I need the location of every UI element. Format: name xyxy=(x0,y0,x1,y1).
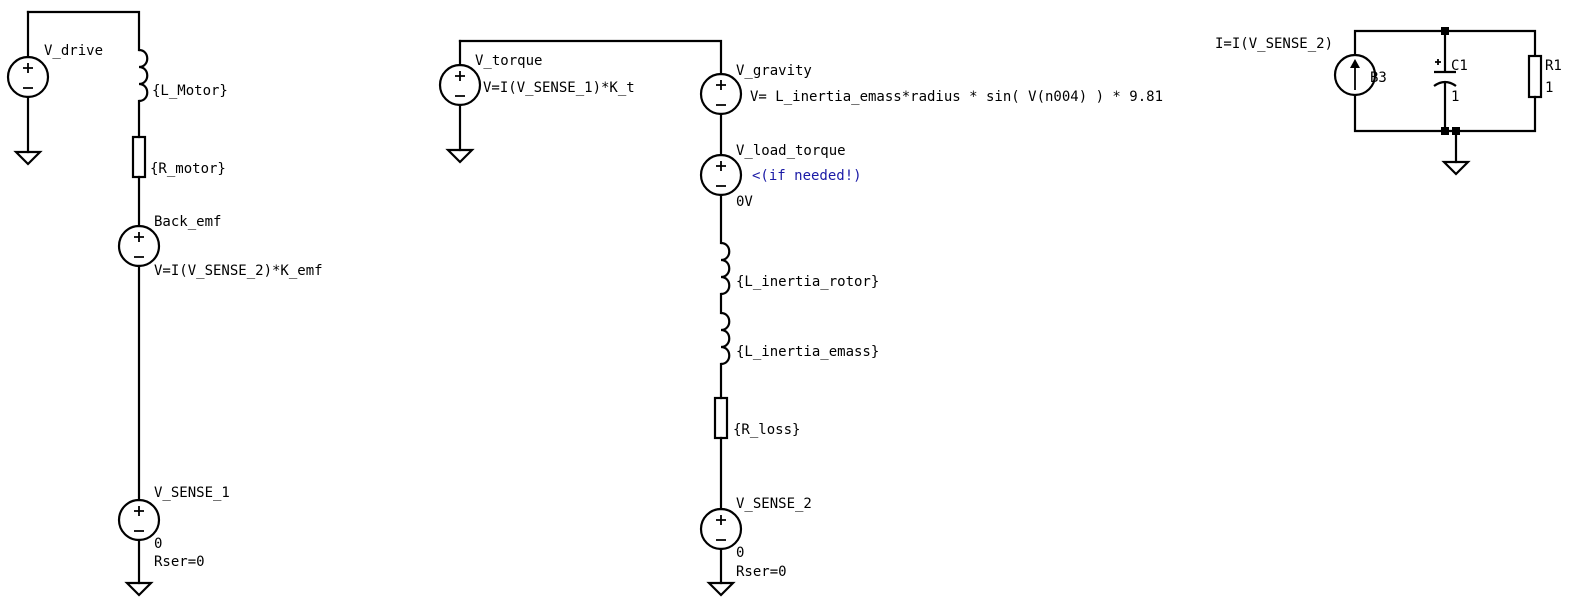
r1-resistor[interactable] xyxy=(1527,54,1543,99)
v-sense-1-rser: Rser=0 xyxy=(154,554,205,570)
if-needed-comment: <(if needed!) xyxy=(752,168,862,184)
angle-integrator-circuit: I=I(V_SENSE_2) B3 C1 1 R1 1 xyxy=(1215,27,1562,176)
l-inertia-emass-label: {L_inertia_emass} xyxy=(736,344,879,360)
b3-label: B3 xyxy=(1370,70,1387,86)
v-sense-2-value: 0 xyxy=(736,545,744,561)
motor-circuit: V_drive {L_Motor} {R_motor} Back_emf V=I… xyxy=(6,10,323,597)
c1-capacitor[interactable] xyxy=(1433,59,1457,87)
v-torque-value: V=I(V_SENSE_1)*K_t xyxy=(483,80,635,96)
junction-dot xyxy=(1441,127,1449,135)
v-sense-1-label: V_SENSE_1 xyxy=(154,485,230,501)
r-loss-resistor[interactable] xyxy=(713,396,729,440)
l-inertia-rotor-inductor[interactable] xyxy=(720,241,731,296)
r1-value: 1 xyxy=(1545,80,1553,96)
v-sense-1-source[interactable] xyxy=(117,498,161,542)
r1-label: R1 xyxy=(1545,58,1562,74)
v-drive-label: V_drive xyxy=(44,43,103,59)
v-gravity-source[interactable] xyxy=(699,72,743,116)
back-emf-source[interactable] xyxy=(117,224,161,268)
l-motor-inductor[interactable] xyxy=(138,48,149,103)
l-motor-label: {L_Motor} xyxy=(152,83,228,99)
v-drive-source[interactable] xyxy=(6,55,50,99)
ground-symbol xyxy=(124,581,154,597)
v-gravity-value: V= L_inertia_emass*radius * sin( V(n004)… xyxy=(750,89,1163,105)
v-torque-label: V_torque xyxy=(475,53,542,69)
mechanical-circuit: V_torque V=I(V_SENSE_1)*K_t V_gravity V=… xyxy=(438,39,1163,597)
ground-symbol xyxy=(445,148,475,164)
junction-dot xyxy=(1441,27,1449,35)
ground-symbol xyxy=(706,581,736,597)
v-load-torque-label: V_load_torque xyxy=(736,143,846,159)
v-sense-2-rser: Rser=0 xyxy=(736,564,787,580)
b3-current-source[interactable] xyxy=(1333,53,1377,97)
r-motor-label: {R_motor} xyxy=(150,161,226,177)
v-torque-source[interactable] xyxy=(438,63,482,107)
back-emf-label: Back_emf xyxy=(154,214,221,230)
b3-value: I=I(V_SENSE_2) xyxy=(1215,36,1333,52)
v-load-torque-source[interactable] xyxy=(699,153,743,197)
l-inertia-rotor-label: {L_inertia_rotor} xyxy=(736,274,879,290)
wire-top-drive xyxy=(26,10,141,52)
junction-dot xyxy=(1452,127,1460,135)
ground-symbol xyxy=(1441,160,1471,176)
r-motor-resistor[interactable] xyxy=(131,135,147,179)
l-inertia-emass-inductor[interactable] xyxy=(720,311,731,366)
v-load-torque-value: 0V xyxy=(736,194,753,210)
c1-label: C1 xyxy=(1451,58,1468,74)
v-sense-1-value: 0 xyxy=(154,536,162,552)
r-loss-label: {R_loss} xyxy=(733,422,800,438)
ground-symbol xyxy=(13,150,43,166)
back-emf-value: V=I(V_SENSE_2)*K_emf xyxy=(154,263,323,279)
wire-top-torque xyxy=(458,39,723,76)
v-gravity-label: V_gravity xyxy=(736,63,812,79)
c1-value: 1 xyxy=(1451,89,1459,105)
v-sense-2-source[interactable] xyxy=(699,507,743,551)
v-sense-2-label: V_SENSE_2 xyxy=(736,496,812,512)
